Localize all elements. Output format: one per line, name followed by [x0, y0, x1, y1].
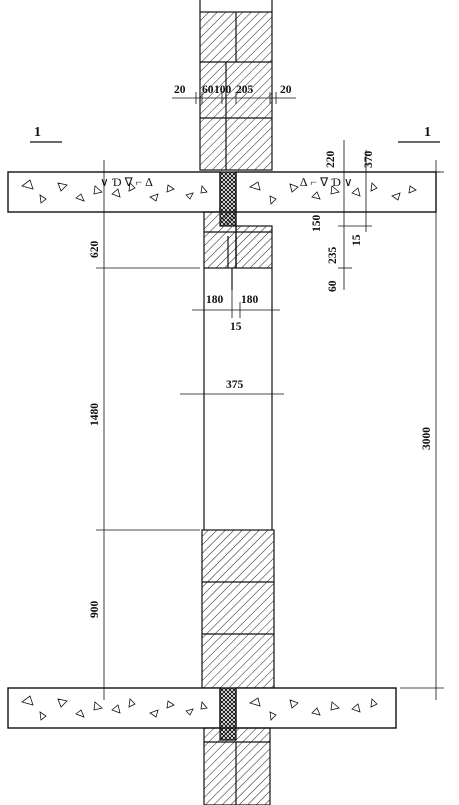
upper-brick-wall — [199, 0, 273, 171]
svg-text:∆ ⌐ ∇ Ɗ ∨: ∆ ⌐ ∇ Ɗ ∨ — [300, 175, 353, 189]
dim-1480: 1480 — [89, 403, 101, 426]
right-slab-dimensions: 220 370 150 15 235 60 — [311, 140, 440, 292]
overall-height-dimension: 3000 — [400, 160, 444, 700]
section-mark-right: 1 — [398, 125, 440, 143]
window-width-dimensions: 180 180 15 375 — [180, 290, 284, 402]
lower-concrete-slab — [7, 687, 397, 741]
dim-620: 620 — [89, 241, 101, 259]
svg-text:1: 1 — [424, 125, 431, 140]
window-opening — [203, 268, 273, 530]
dim-180-left: 180 — [206, 294, 224, 306]
dim-3000: 3000 — [421, 427, 433, 450]
svg-text:∨ Ɗ ∇ ⌐ ∆: ∨ Ɗ ∇ ⌐ ∆ — [100, 175, 153, 189]
dim-top-20-right: 20 — [280, 84, 292, 96]
dim-370: 370 — [363, 151, 375, 169]
dim-150: 150 — [311, 215, 323, 233]
dim-220: 220 — [325, 151, 337, 169]
upper-window-head — [203, 211, 273, 269]
dim-900: 900 — [89, 601, 101, 619]
dim-375: 375 — [226, 379, 244, 391]
dim-60-right: 60 — [327, 280, 339, 292]
svg-text:1: 1 — [34, 125, 41, 140]
dim-180-right: 180 — [241, 294, 259, 306]
dim-235: 235 — [327, 247, 339, 265]
lower-brick-wall — [201, 529, 275, 689]
dim-top-205: 205 — [236, 84, 254, 96]
bottom-brick-wall — [203, 727, 271, 805]
dim-15-center: 15 — [230, 321, 242, 333]
section-mark-left: 1 — [30, 125, 62, 143]
upper-concrete-slab: ∨ Ɗ ∇ ⌐ ∆ ∆ ⌐ ∇ Ɗ ∨ — [7, 171, 437, 227]
dim-top-100: 100 — [214, 84, 232, 96]
left-height-dimensions: 620 1480 900 — [89, 160, 200, 700]
dim-top-60: 60 — [202, 84, 214, 96]
top-wall-dimension: 20 60 100 205 20 — [172, 84, 296, 104]
dim-top-20-left: 20 — [174, 84, 186, 96]
dim-15-right: 15 — [351, 234, 363, 246]
